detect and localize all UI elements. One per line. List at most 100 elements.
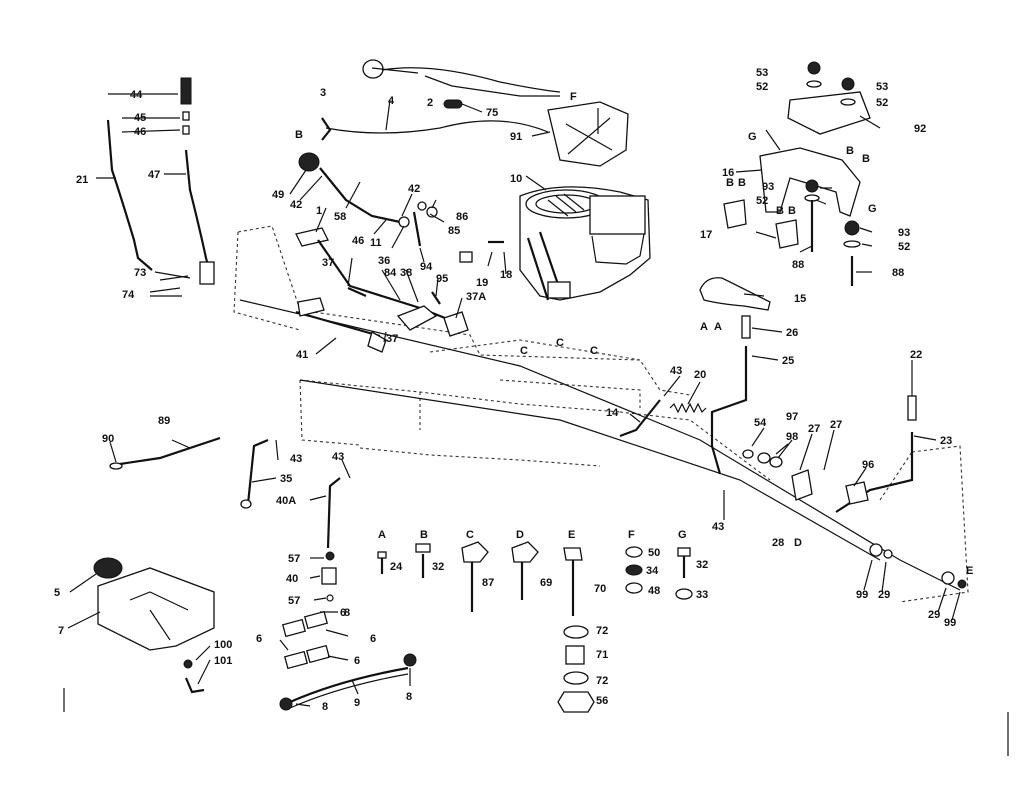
label-100: 100 — [214, 639, 232, 651]
label-46b: 46 — [352, 235, 364, 247]
washer-98 — [769, 456, 783, 468]
label-96: 96 — [862, 459, 874, 471]
frame-rail — [239, 299, 961, 591]
leader-lines — [67, 67, 961, 707]
engine — [519, 186, 651, 301]
letter-A3: A — [378, 529, 386, 541]
label-92: 92 — [914, 123, 926, 135]
spring — [669, 402, 707, 414]
label-37a: 37 — [322, 257, 334, 269]
letter-C2: C — [556, 337, 564, 349]
label-2: 2 — [427, 97, 433, 109]
label-24: 24 — [390, 561, 403, 573]
label-50: 50 — [648, 547, 660, 559]
letter-B4: B — [776, 205, 784, 217]
cable-clip — [443, 99, 463, 109]
letter-B6: B — [846, 145, 854, 157]
label-42a: 42 — [290, 199, 302, 211]
linkage-rod — [619, 399, 661, 438]
pads-6 — [281, 610, 331, 670]
label-73: 73 — [134, 267, 146, 279]
frame-rail-lower — [299, 379, 881, 561]
letter-G3: G — [678, 529, 687, 541]
drag-link — [119, 436, 221, 466]
spacer-40 — [321, 567, 337, 585]
letter-E2: E — [568, 529, 575, 541]
label-25: 25 — [782, 355, 794, 367]
choke-cable — [325, 120, 549, 134]
pivot-96 — [845, 481, 869, 505]
label-7: 7 — [58, 625, 64, 637]
label-49: 49 — [272, 189, 284, 201]
label-6d: 6 — [256, 633, 262, 645]
label-95: 95 — [436, 273, 448, 285]
letter-C3: C — [590, 345, 598, 357]
label-52a: 52 — [756, 81, 768, 93]
label-43b: 43 — [332, 451, 344, 463]
label-41: 41 — [296, 349, 308, 361]
label-29a: 29 — [878, 589, 890, 601]
part-labels: 1 2 3 4 5 6 6 6 6 7 8 8 8 9 10 11 14 15 … — [54, 67, 956, 713]
label-20: 20 — [694, 369, 706, 381]
letter-C1: C — [520, 345, 528, 357]
fitting-101 — [184, 677, 205, 694]
label-52c: 52 — [756, 195, 768, 207]
label-11: 11 — [370, 237, 382, 249]
fitting-100 — [183, 659, 193, 669]
hardware-stack-right — [804, 61, 861, 286]
label-93b: 93 — [898, 227, 910, 239]
label-52b: 52 — [876, 97, 888, 109]
label-74: 74 — [122, 289, 135, 301]
label-14: 14 — [606, 407, 619, 419]
brake-pedal-assembly — [295, 152, 451, 322]
label-57a: 57 — [288, 553, 300, 565]
label-37A: 37A — [466, 291, 486, 303]
label-44: 44 — [130, 89, 143, 101]
label-93a: 93 — [762, 181, 774, 193]
washer-97 — [757, 452, 771, 464]
washer — [182, 125, 190, 135]
label-17: 17 — [700, 229, 712, 241]
rod-sleeve — [741, 315, 751, 339]
label-6b: 6 — [370, 633, 376, 645]
label-36: 36 — [378, 255, 390, 267]
label-47: 47 — [148, 169, 160, 181]
label-87: 87 — [482, 577, 494, 589]
fuel-cap — [93, 557, 123, 579]
label-5: 5 — [54, 587, 60, 599]
spacer-57 — [325, 551, 335, 561]
letter-G2: G — [868, 203, 877, 215]
label-86: 86 — [456, 211, 468, 223]
label-8b: 8 — [406, 691, 412, 703]
letter-B5: B — [788, 205, 796, 217]
washer-29b — [941, 571, 955, 585]
fuel-tank — [97, 567, 215, 651]
letter-F2: F — [628, 529, 635, 541]
label-71: 71 — [596, 649, 608, 661]
fuel-line — [289, 666, 409, 704]
label-28: 28 — [772, 537, 784, 549]
letter-E1: E — [966, 565, 973, 577]
clamp-8a — [403, 653, 417, 667]
label-97: 97 — [786, 411, 798, 423]
label-48: 48 — [648, 585, 660, 597]
label-35: 35 — [280, 473, 292, 485]
label-8a: 8 — [344, 607, 350, 619]
hardware-row — [377, 541, 693, 713]
label-101: 101 — [214, 655, 232, 667]
letter-A2: A — [714, 321, 722, 333]
label-40: 40 — [286, 573, 298, 585]
bracket-28 — [791, 469, 813, 501]
spacer — [182, 111, 190, 121]
rod-35 — [246, 438, 269, 505]
rod-40A — [326, 477, 341, 549]
label-22: 22 — [910, 349, 922, 361]
label-98: 98 — [786, 431, 798, 443]
label-18: 18 — [500, 269, 512, 281]
engine-shield — [547, 101, 629, 167]
label-99b: 99 — [944, 617, 956, 629]
letter-F1: F — [570, 91, 577, 103]
label-38: 38 — [400, 267, 412, 279]
label-26: 26 — [786, 327, 798, 339]
letter-C4: C — [466, 529, 474, 541]
